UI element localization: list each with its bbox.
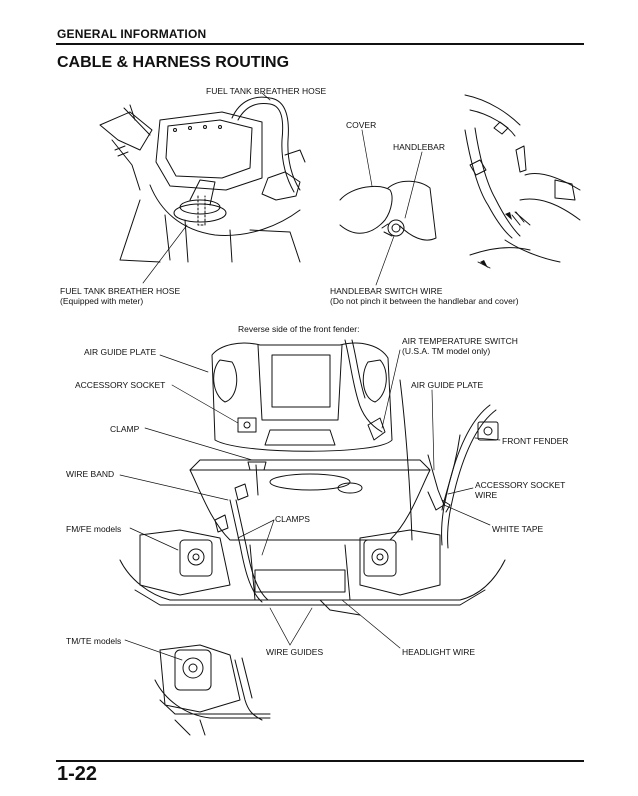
tm-te-headlight-illustration [154, 644, 271, 736]
label-front-fender: FRONT FENDER [502, 436, 569, 446]
page-title: CABLE & HARNESS ROUTING [57, 54, 290, 71]
label-do-not-pinch: (Do not pinch it between the handlebar a… [330, 296, 519, 306]
label-headlight-wire: HEADLIGHT WIRE [402, 647, 476, 657]
meter-breather-hose-illustration [99, 92, 306, 284]
label-fuel-tank-breather-hose-top: FUEL TANK BREATHER HOSE [206, 86, 327, 96]
footer-rule [56, 760, 584, 762]
label-cover: COVER [346, 120, 377, 130]
label-handlebar: HANDLEBAR [393, 142, 445, 152]
label-accessory-socket: ACCESSORY SOCKET [75, 380, 166, 390]
cover-handlebar-illustration [339, 129, 437, 286]
label-wire-band: WIRE BAND [66, 469, 115, 479]
label-air-temperature-switch: AIR TEMPERATURE SWITCH [402, 336, 518, 346]
handlebar-clamp-illustration [464, 94, 581, 269]
header-rule [56, 43, 584, 45]
label-air-guide-plate-right: AIR GUIDE PLATE [411, 380, 484, 390]
label-wire-guides: WIRE GUIDES [266, 647, 324, 657]
page-number: 1-22 [57, 763, 98, 785]
label-reverse-side: Reverse side of the front fender: [238, 324, 360, 334]
label-fm-fe-models: FM/FE models [66, 524, 122, 534]
label-tm-te-models: TM/TE models [66, 636, 122, 646]
label-air-guide-plate-left: AIR GUIDE PLATE [84, 347, 157, 357]
label-accessory-socket-wire-line1: ACCESSORY SOCKET [475, 480, 566, 490]
label-equipped-with-meter: (Equipped with meter) [60, 296, 144, 306]
label-clamp: CLAMP [110, 424, 140, 434]
label-accessory-socket-wire-line2: WIRE [475, 490, 498, 500]
label-white-tape: WHITE TAPE [492, 524, 544, 534]
label-fuel-tank-breather-hose-bottom: FUEL TANK BREATHER HOSE [60, 286, 181, 296]
front-fender-illustration [119, 339, 506, 661]
section-header: GENERAL INFORMATION [57, 27, 207, 41]
label-clamps: CLAMPS [275, 514, 310, 524]
label-handlebar-switch-wire: HANDLEBAR SWITCH WIRE [330, 286, 443, 296]
label-usa-tm-only: (U.S.A. TM model only) [402, 346, 491, 356]
